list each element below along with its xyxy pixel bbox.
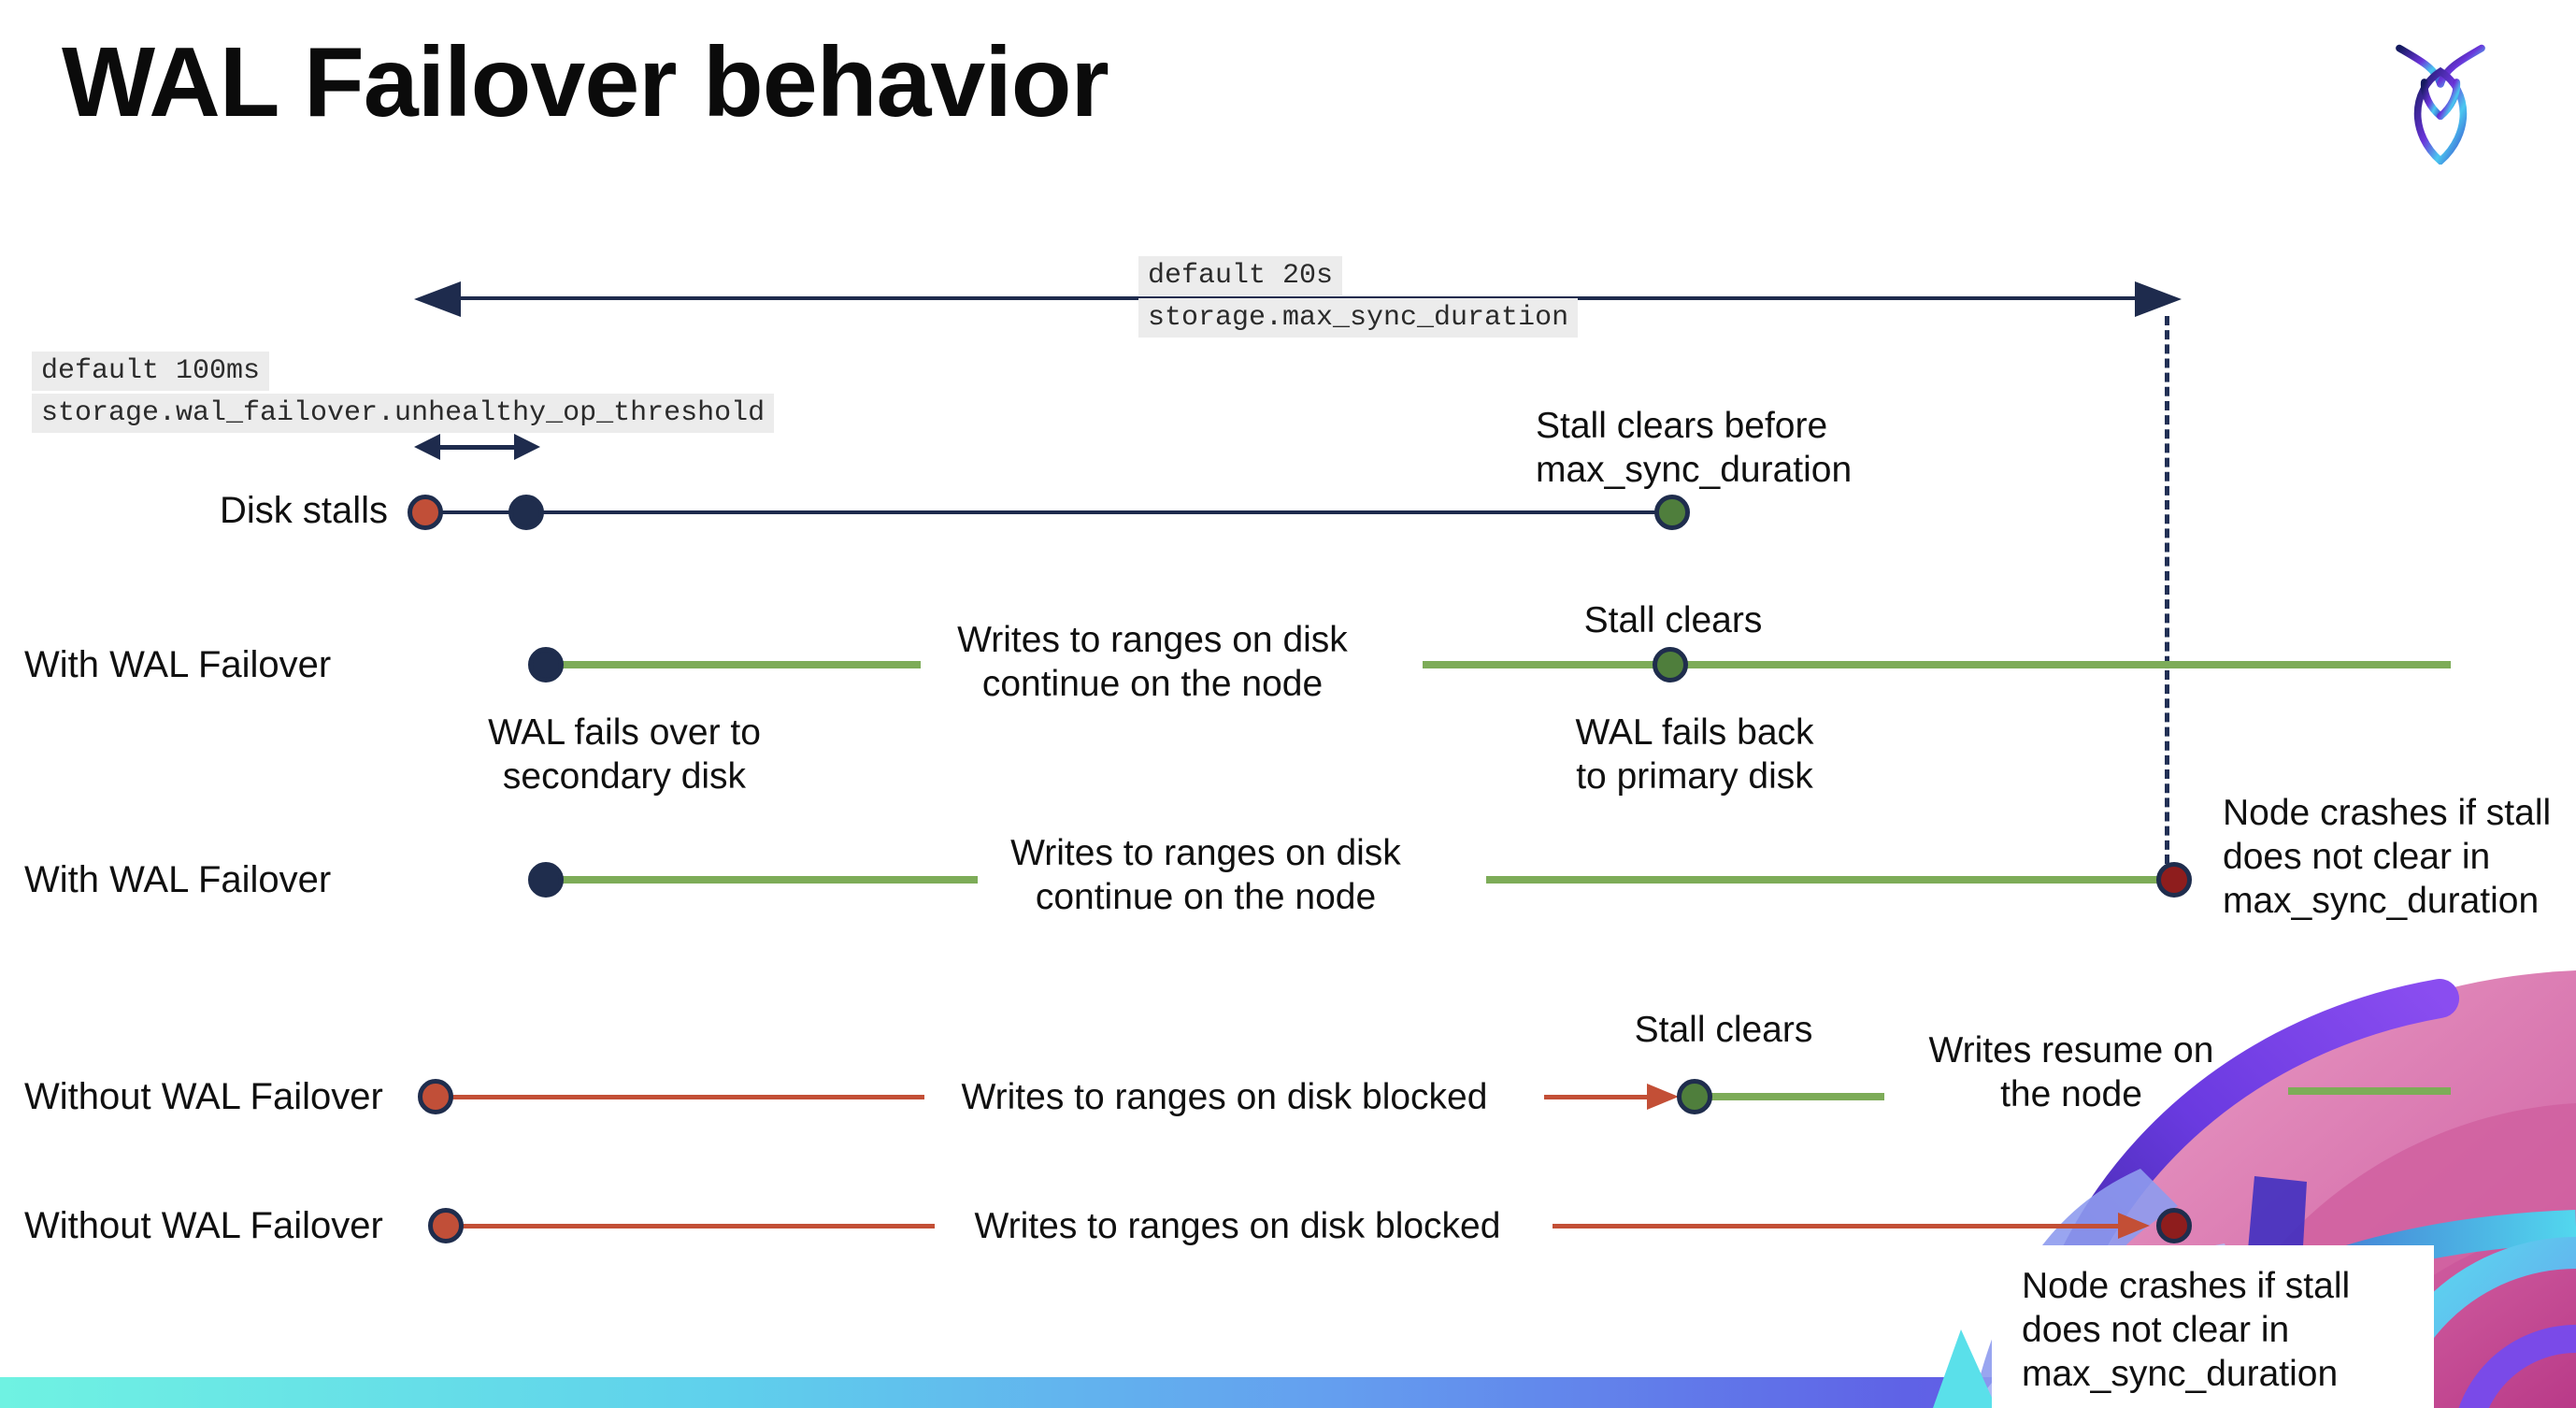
arrowhead-right-icon (2135, 281, 2182, 317)
failover-dot-row2 (528, 647, 564, 682)
max-sync-default-chip: default 20s (1138, 256, 1343, 295)
stall-start-dot-row5 (428, 1208, 464, 1243)
annotation-node-crashes-row5: Node crashes if stall does not clear in … (2022, 1266, 2351, 1394)
disk-stall-start-dot (408, 495, 443, 530)
art-cyan-sliver (1933, 1329, 1996, 1408)
row-label-without-wal-failover-1: Without WAL Failover (24, 1076, 383, 1117)
red-segment-row5-b (1553, 1224, 2120, 1228)
threshold-arrowhead-left-icon (414, 434, 440, 460)
failover-dot-row3 (528, 862, 564, 898)
threshold-arrowhead-right-icon (514, 434, 540, 460)
max-sync-setting-chip: storage.max_sync_duration (1138, 298, 1579, 338)
annotation-writes-blocked-row5: Writes to ranges on disk blocked (974, 1206, 1501, 1246)
unhealthy-op-default-chip: default 100ms (32, 352, 270, 391)
failover-threshold-dot (508, 495, 544, 530)
annotation-wal-fails-over: WAL fails over to secondary disk (488, 712, 761, 797)
page-title: WAL Failover behavior (62, 27, 1109, 137)
annotation-stall-clears-row2: Stall clears (1583, 600, 1763, 640)
red-arrowhead-row4-icon (1647, 1084, 1679, 1110)
green-segment-row4-a (1708, 1093, 1884, 1100)
arrowhead-left-icon (414, 281, 461, 317)
red-arrowhead-row5-icon (2118, 1213, 2150, 1239)
stall-start-dot-row4 (418, 1079, 453, 1114)
red-segment-row5-a (459, 1224, 935, 1228)
annotation-writes-continue-row3: Writes to ranges on disk continue on the… (1010, 833, 1401, 917)
node-crash-dot-row3 (2156, 862, 2192, 898)
row-label-disk-stalls: Disk stalls (219, 490, 388, 531)
green-segment-row3-a (558, 876, 978, 884)
unhealthy-op-setting-chip: storage.wal_failover.unhealthy_op_thresh… (32, 394, 775, 433)
green-segment-row3-b (1486, 876, 2161, 884)
green-segment-row2-a (558, 661, 921, 668)
annotation-stall-clears-before: Stall clears before max_sync_duration (1536, 406, 1853, 490)
max-sync-dashed-line (2165, 316, 2169, 864)
green-segment-row2-c (1683, 661, 2451, 668)
green-segment-row2-b (1423, 661, 1661, 668)
disk-stall-timeline (425, 510, 1672, 514)
annotation-wal-fails-back: WAL fails back to primary disk (1575, 712, 1814, 797)
node-crash-callout: Node crashes if stall does not clear in … (1992, 1245, 2434, 1408)
threshold-arrow-line (436, 445, 518, 450)
annotation-node-crashes-row3: Node crashes if stall does not clear in … (2223, 793, 2552, 921)
annotation-writes-blocked-row4: Writes to ranges on disk blocked (961, 1077, 1488, 1117)
annotation-writes-continue-row2: Writes to ranges on disk continue on the… (957, 620, 1348, 704)
stall-clears-dot-row4 (1677, 1079, 1712, 1114)
green-segment-row4-b (2288, 1087, 2451, 1095)
node-crash-dot-row5 (2156, 1208, 2192, 1243)
row-label-with-wal-failover-1: With WAL Failover (24, 644, 332, 685)
cockroachdb-logo-icon (2396, 44, 2485, 165)
red-segment-row4-b (1544, 1095, 1649, 1099)
row-label-without-wal-failover-2: Without WAL Failover (24, 1205, 383, 1246)
red-segment-row4-a (449, 1095, 924, 1099)
stall-clears-dot-row2 (1653, 647, 1688, 682)
annotation-stall-clears-row4: Stall clears (1634, 1010, 1813, 1050)
stall-clears-dot-row1 (1654, 495, 1690, 530)
row-label-with-wal-failover-2: With WAL Failover (24, 859, 332, 900)
annotation-writes-resume: Writes resume on the node (1928, 1030, 2214, 1114)
